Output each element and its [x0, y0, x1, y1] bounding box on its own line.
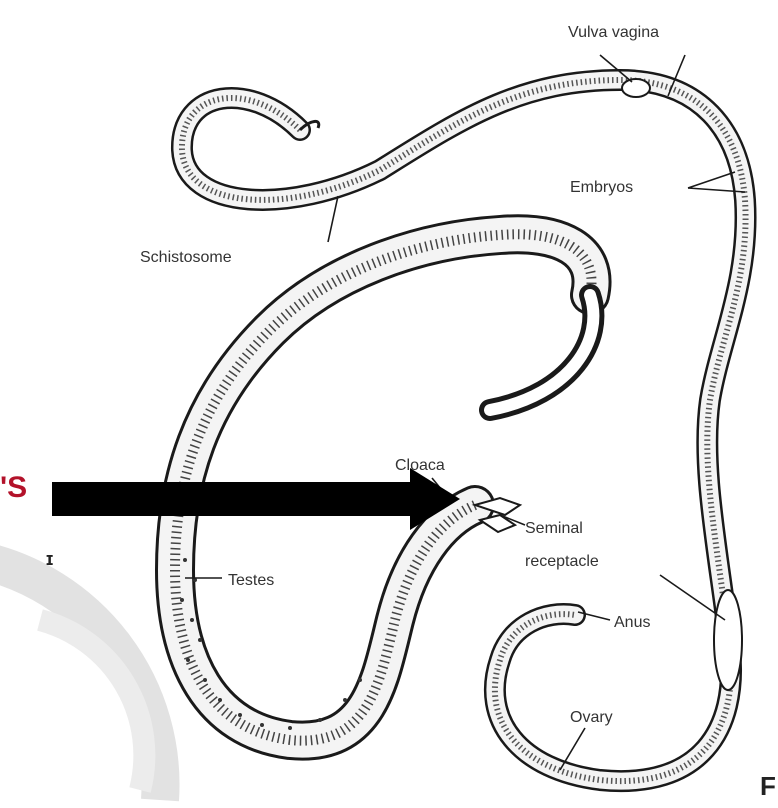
leader-lines: [185, 55, 745, 770]
pointer-arrow: [52, 468, 460, 530]
label-schistosome: Schistosome: [140, 249, 232, 266]
watermark-arcs: [0, 560, 161, 800]
female-worm: [182, 79, 746, 781]
edge-fragment-left: 'S: [0, 471, 27, 504]
label-receptacle: receptacle: [525, 553, 599, 570]
label-testes: Testes: [228, 572, 274, 589]
label-anus: Anus: [614, 614, 650, 631]
label-cloaca: Cloaca: [395, 457, 445, 474]
edge-fragment-left-small: ɪ: [46, 549, 53, 569]
edge-fragment-bottom-right: F: [760, 771, 776, 801]
label-embryos: Embryos: [570, 179, 633, 196]
label-seminal: Seminal: [525, 520, 583, 537]
label-vulva-vagina: Vulva vagina: [568, 24, 659, 41]
leader-schistosome: [328, 196, 338, 242]
label-ovary: Ovary: [570, 709, 613, 726]
leader-embryos-1: [688, 172, 735, 188]
